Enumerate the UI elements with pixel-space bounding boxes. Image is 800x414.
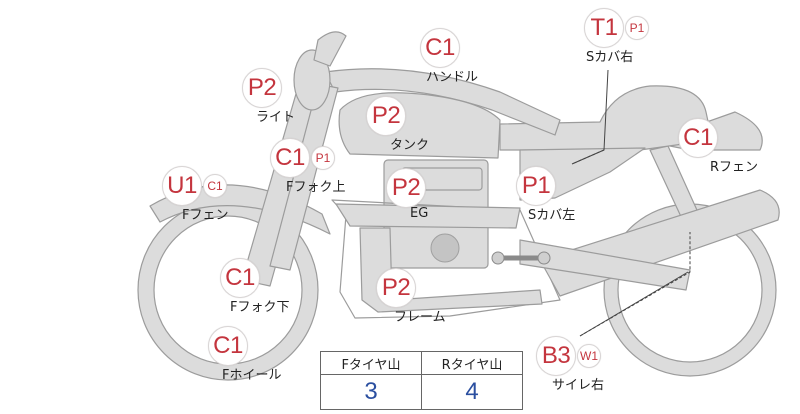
part-name: Fフォク下 — [230, 300, 290, 315]
frame-lower — [331, 199, 561, 319]
condition-code-badge: P2 — [376, 268, 416, 308]
condition-code-badge: P2 — [366, 96, 406, 136]
part-name: Rフェン — [710, 160, 759, 175]
condition-code-badge: C1 — [208, 326, 248, 366]
code-list: C1 — [220, 258, 289, 298]
condition-code-badge: W1 — [577, 344, 601, 368]
condition-code-badge: P2 — [242, 68, 282, 108]
front-fork-rear — [269, 83, 339, 271]
part-name: Fフォク上 — [286, 180, 346, 195]
frame-top — [324, 68, 561, 136]
part-name: Fフェン — [182, 208, 229, 223]
code-list: P2 — [366, 96, 429, 136]
condition-code-badge: U1 — [162, 166, 202, 206]
part-tank: P2 タンク — [366, 96, 429, 153]
part-r-fender: C1 Rフェン — [678, 118, 758, 175]
part-f-wheel: C1 Fホイール — [208, 326, 281, 383]
code-list: P1 — [516, 166, 575, 206]
headlight — [293, 49, 331, 111]
part-handle: C1 ハンドル — [420, 28, 478, 85]
part-name: ライト — [256, 110, 296, 125]
condition-code-badge: B3 — [536, 336, 576, 376]
exhaust-front — [359, 227, 543, 313]
part-name: EG — [410, 206, 429, 221]
part-name: Fホイール — [222, 368, 282, 383]
tire-value-front: 3 — [320, 374, 422, 410]
tire-value-rear: 4 — [421, 374, 523, 410]
part-eg: P2 EG — [386, 168, 428, 221]
tire-table-value-row: 3 4 — [320, 374, 523, 410]
condition-code-badge: P1 — [311, 146, 335, 170]
part-s-cover-left: P1 Sカバ左 — [516, 166, 575, 223]
condition-code-badge: C1 — [220, 258, 260, 298]
handlebar-post — [313, 31, 347, 67]
condition-code-badge: C1 — [678, 118, 718, 158]
code-list: P2 — [242, 68, 295, 108]
part-name: Sカバ右 — [586, 50, 634, 65]
code-list: C1 — [208, 326, 281, 366]
tire-header-rear: Rタイヤ山 — [421, 351, 523, 375]
tire-tread-table: Fタイヤ山 Rタイヤ山 3 4 — [320, 351, 523, 410]
part-f-fork-lower: C1 Fフォク下 — [220, 258, 289, 315]
tire-table-header-row: Fタイヤ山 Rタイヤ山 — [320, 351, 523, 375]
condition-code-badge: P2 — [386, 168, 426, 208]
engine-case — [430, 233, 460, 263]
part-name: フレーム — [394, 310, 446, 325]
tire-header-front: Fタイヤ山 — [320, 351, 422, 375]
frame-cradle — [335, 203, 521, 229]
part-name: タンク — [390, 138, 430, 153]
code-list: C1 — [420, 28, 478, 68]
part-light: P2 ライト — [242, 68, 295, 125]
condition-code-badge: T1 — [584, 8, 624, 48]
part-name: Sカバ左 — [528, 208, 576, 223]
condition-code-badge: C1 — [420, 28, 460, 68]
part-name: ハンドル — [426, 70, 479, 85]
condition-code-badge: P1 — [625, 16, 649, 40]
condition-code-badge: P1 — [516, 166, 556, 206]
code-list: P2 — [386, 168, 428, 208]
code-list: P2 — [376, 268, 446, 308]
code-list: C1 — [678, 118, 758, 158]
leader-s-cover-right-dash — [571, 149, 605, 165]
condition-code-badge: C1 — [203, 174, 227, 198]
part-name: サイレ右 — [552, 378, 605, 393]
part-frame: P2 フレーム — [376, 268, 446, 325]
condition-code-badge: C1 — [270, 138, 310, 178]
